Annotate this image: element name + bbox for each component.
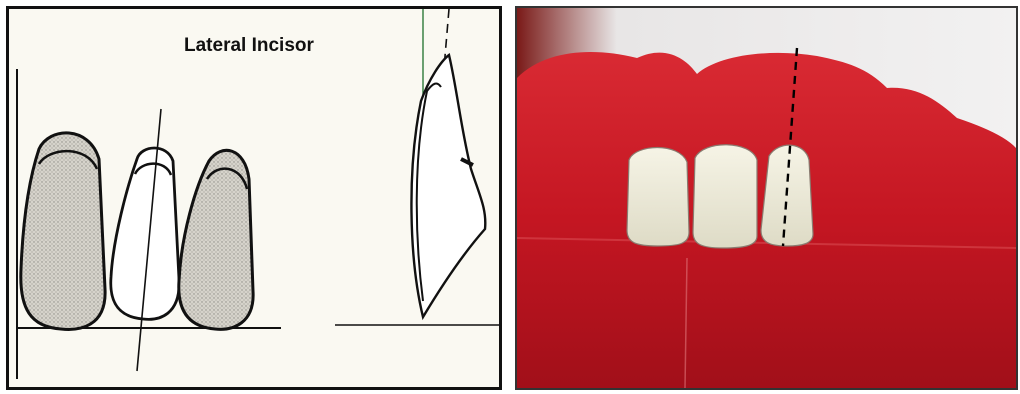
incisor-drawing bbox=[9, 9, 499, 387]
diagram-panel: Lateral Incisor bbox=[6, 6, 502, 390]
model-photo-panel bbox=[515, 6, 1018, 390]
lateral-incisor-front bbox=[111, 148, 179, 319]
lateral-incisor-profile bbox=[411, 55, 485, 317]
central-incisor-left bbox=[21, 133, 105, 330]
central-incisor-model bbox=[627, 148, 689, 247]
model-photo bbox=[517, 8, 1016, 388]
canine-right bbox=[179, 150, 253, 329]
second-incisor-model bbox=[693, 145, 757, 248]
